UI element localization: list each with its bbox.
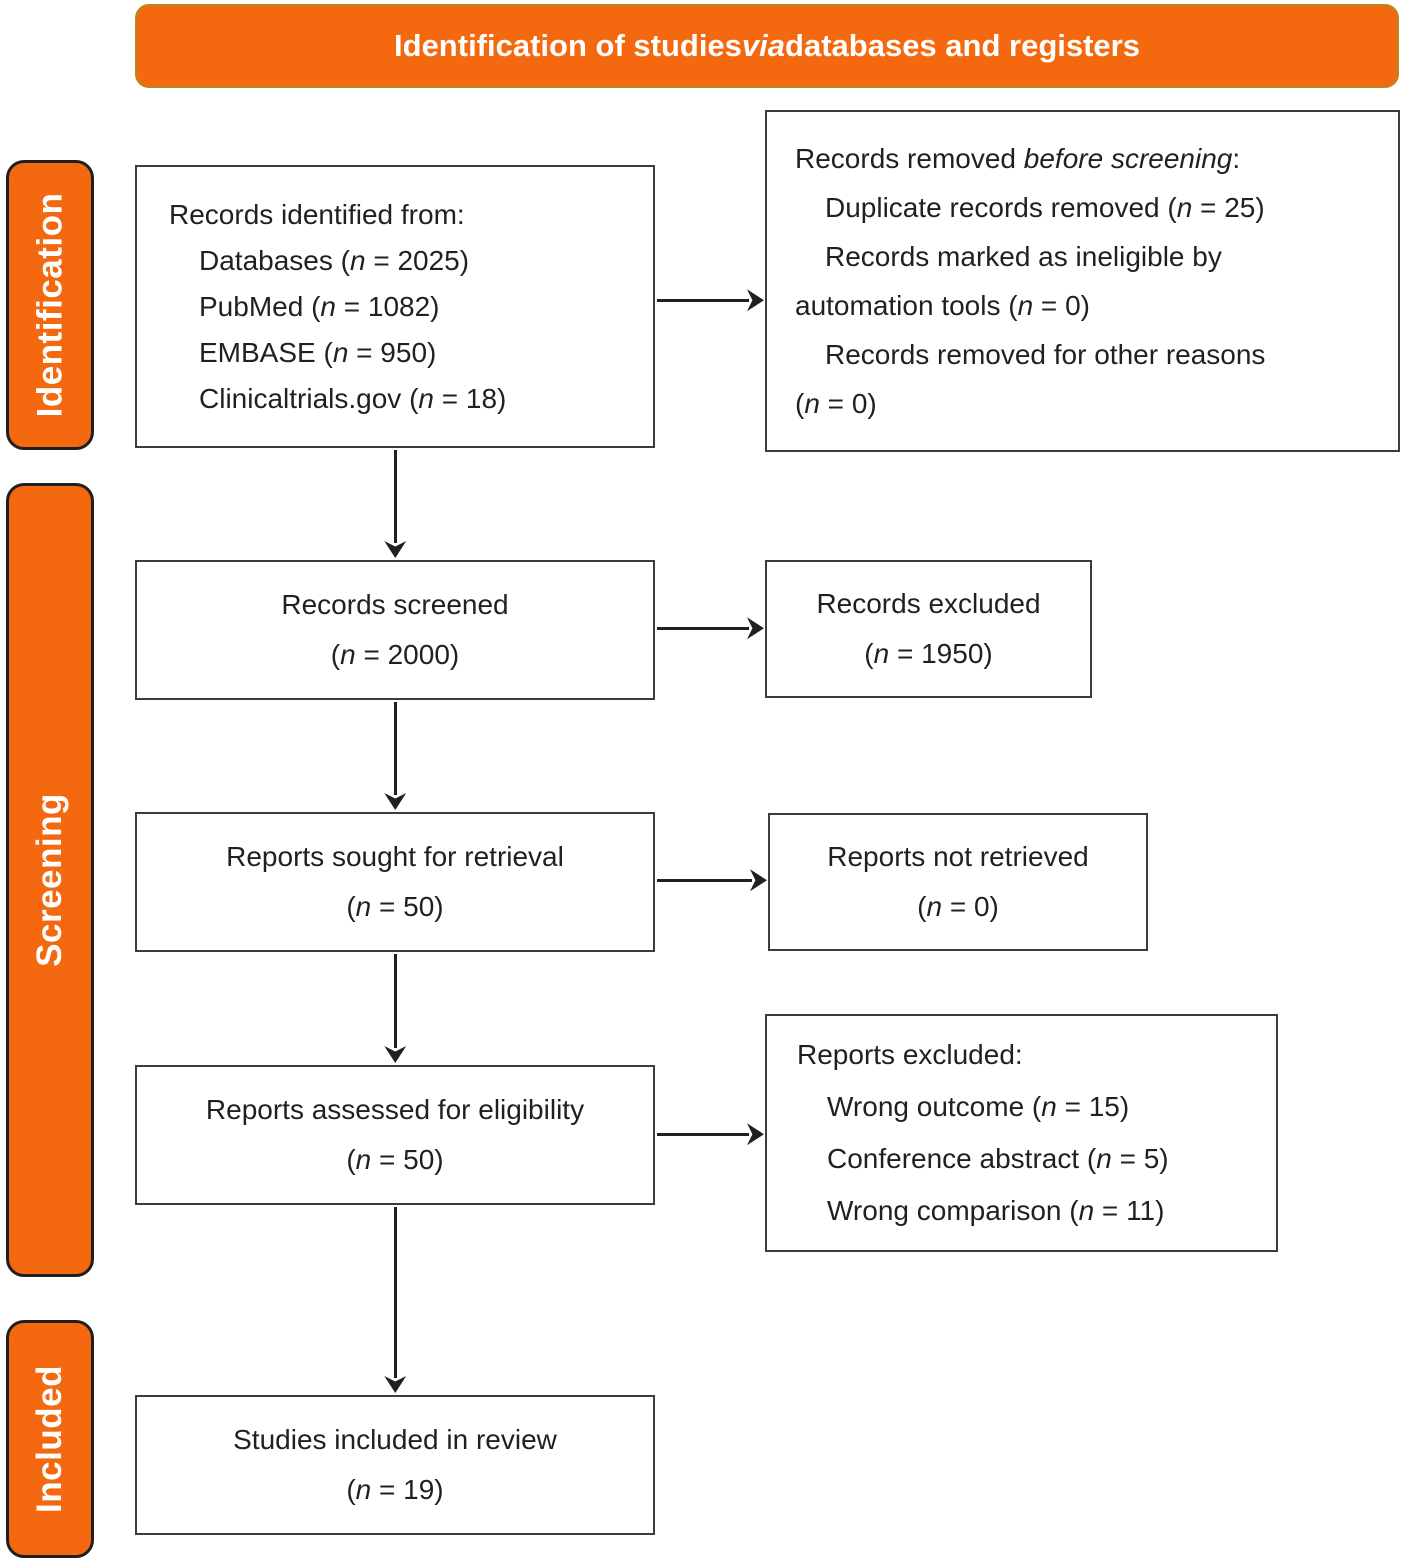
box-text-line: Records marked as ineligible by: [825, 241, 1222, 272]
arrow-screened-to-excluded: [657, 627, 749, 630]
box-text-line: Duplicate records removed (n = 25): [825, 192, 1265, 223]
box-text-line: Reports excluded:: [797, 1039, 1023, 1070]
box-records-excluded: Records excluded (n = 1950): [765, 560, 1092, 698]
box-text-line: (n = 50): [346, 1144, 444, 1175]
box-text-line: automation tools (n = 0): [795, 290, 1090, 321]
arrow-assessed-to-included: [394, 1207, 397, 1378]
stage-label-screening: Screening: [6, 483, 94, 1277]
box-records-identified: Records identified from: Databases (n = 2…: [135, 165, 655, 448]
box-text-line: Conference abstract (n = 5): [827, 1143, 1169, 1174]
arrow-identified-to-removed: [657, 299, 749, 302]
box-text-line: Clinicaltrials.gov (n = 18): [199, 382, 507, 414]
box-text-line: Reports not retrieved: [827, 841, 1089, 872]
box-text-line: Records removed before screening:: [795, 143, 1241, 174]
stage-label-included-text: Included: [30, 1365, 69, 1513]
box-text-line: Studies included in review: [233, 1424, 557, 1455]
box-text-line: EMBASE (n = 950): [199, 336, 437, 368]
stage-label-screening-text: Screening: [30, 793, 70, 967]
stage-label-identification-text: Identification: [30, 192, 69, 418]
box-text-line: Reports sought for retrieval: [226, 841, 564, 872]
box-reports-assessed-for-eligibility: Reports assessed for eligibility (n = 50): [135, 1065, 655, 1205]
box-text-line: Databases (n = 2025): [199, 244, 470, 276]
box-text-line: (n = 1950): [864, 638, 993, 669]
arrow-identified-to-screened: [394, 450, 397, 543]
box-records-removed-before-screening: Records removed before screening: Duplica…: [765, 110, 1400, 452]
box-text-line: (n = 19): [346, 1474, 444, 1505]
box-text-line: Records removed for other reasons: [825, 339, 1266, 370]
arrow-assessed-to-excluded: [657, 1133, 749, 1136]
box-records-screened: Records screened (n = 2000): [135, 560, 655, 700]
box-text-line: PubMed (n = 1082): [199, 290, 440, 322]
box-text-line: Records excluded: [816, 588, 1041, 619]
box-reports-excluded: Reports excluded: Wrong outcome (n = 15) C…: [765, 1014, 1278, 1252]
box-text-line: Wrong outcome (n = 15): [827, 1091, 1130, 1122]
arrow-sought-to-assessed: [394, 954, 397, 1048]
banner-title: Identification of studies via databases …: [135, 4, 1399, 88]
box-reports-not-retrieved: Reports not retrieved (n = 0): [768, 813, 1148, 951]
box-text-line: Records identified from:: [169, 198, 465, 230]
box-text-line: Records screened: [281, 589, 509, 620]
arrow-sought-to-not-retrieved: [657, 879, 752, 882]
arrow-screened-to-sought: [394, 702, 397, 795]
box-text-line: (n = 50): [346, 891, 444, 922]
box-text-line: (n = 2000): [330, 639, 460, 670]
stage-label-included: Included: [6, 1320, 94, 1558]
box-studies-included-in-review: Studies included in review (n = 19): [135, 1395, 655, 1535]
box-text-line: Wrong comparison (n = 11): [827, 1195, 1165, 1226]
box-text-line: (n = 0): [917, 891, 999, 922]
box-text-line: (n = 0): [795, 388, 877, 419]
box-reports-sought-for-retrieval: Reports sought for retrieval (n = 50): [135, 812, 655, 952]
stage-label-identification: Identification: [6, 160, 94, 450]
box-text-line: Reports assessed for eligibility: [205, 1094, 585, 1125]
